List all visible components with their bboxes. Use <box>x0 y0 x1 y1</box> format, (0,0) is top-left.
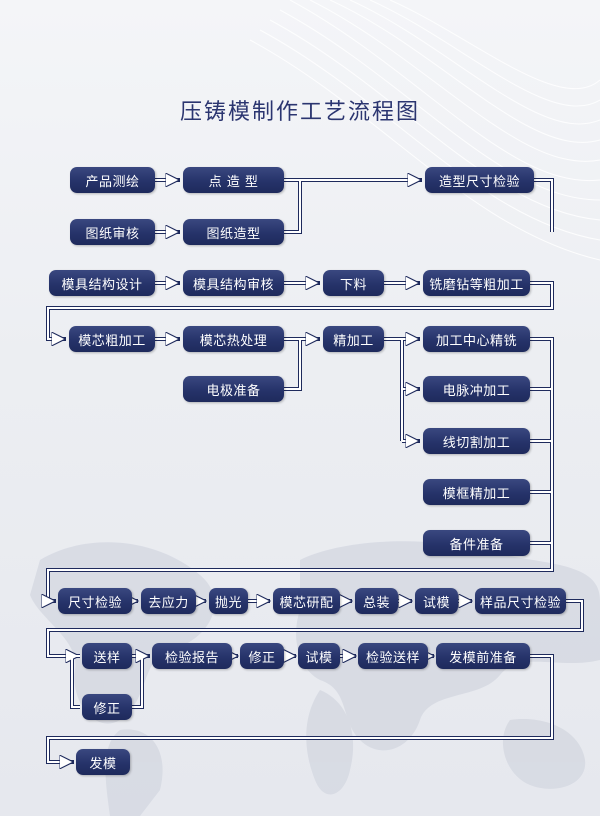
node-product-survey: 产品测绘 <box>70 167 155 193</box>
node-drawing-review: 图纸审核 <box>70 219 155 245</box>
node-rough-machining: 铣磨钻等粗加工 <box>423 270 530 296</box>
node-inspect-and-send-sample: 检验送样 <box>358 643 428 669</box>
node-trial-molding: 试模 <box>415 588 458 614</box>
node-pre-delivery-prep: 发模前准备 <box>436 643 530 669</box>
node-polishing: 抛光 <box>209 588 248 614</box>
node-point-modeling: 点 造 型 <box>183 167 284 193</box>
node-mold-structure-review: 模具结构审核 <box>183 270 284 296</box>
node-cnc-finish-milling: 加工中心精铣 <box>423 326 530 352</box>
node-core-rough-machining: 模芯粗加工 <box>69 326 155 352</box>
node-final-assembly: 总装 <box>355 588 398 614</box>
diagram-title: 压铸模制作工艺流程图 <box>179 100 420 125</box>
node-electrode-prep: 电极准备 <box>183 376 284 402</box>
node-send-sample: 送样 <box>82 643 132 669</box>
node-mold-frame-finishing: 模框精加工 <box>423 479 530 505</box>
node-dimension-check: 尺寸检验 <box>58 588 132 614</box>
node-inspection-report: 检验报告 <box>152 643 232 669</box>
node-finish-machining: 精加工 <box>323 326 384 352</box>
node-drawing-modeling: 图纸造型 <box>183 219 284 245</box>
node-core-heat-treatment: 模芯热处理 <box>183 326 284 352</box>
node-modeling-dimension-check: 造型尺寸检验 <box>425 167 534 193</box>
node-correction-loop: 修正 <box>82 694 132 720</box>
node-trial-molding-2: 试模 <box>298 643 340 669</box>
node-stress-relief: 去应力 <box>141 588 196 614</box>
node-mold-delivery: 发模 <box>76 749 130 775</box>
node-mold-structure-design: 模具结构设计 <box>49 270 155 296</box>
node-edm-machining: 电脉冲加工 <box>423 376 530 402</box>
node-core-fitting: 模芯研配 <box>273 588 340 614</box>
node-spare-parts-prep: 备件准备 <box>423 530 530 556</box>
node-correction: 修正 <box>240 643 284 669</box>
node-material-cutting: 下料 <box>323 270 384 296</box>
node-sample-dimension-check: 样品尺寸检验 <box>475 588 566 614</box>
node-wire-cutting: 线切割加工 <box>423 428 530 454</box>
